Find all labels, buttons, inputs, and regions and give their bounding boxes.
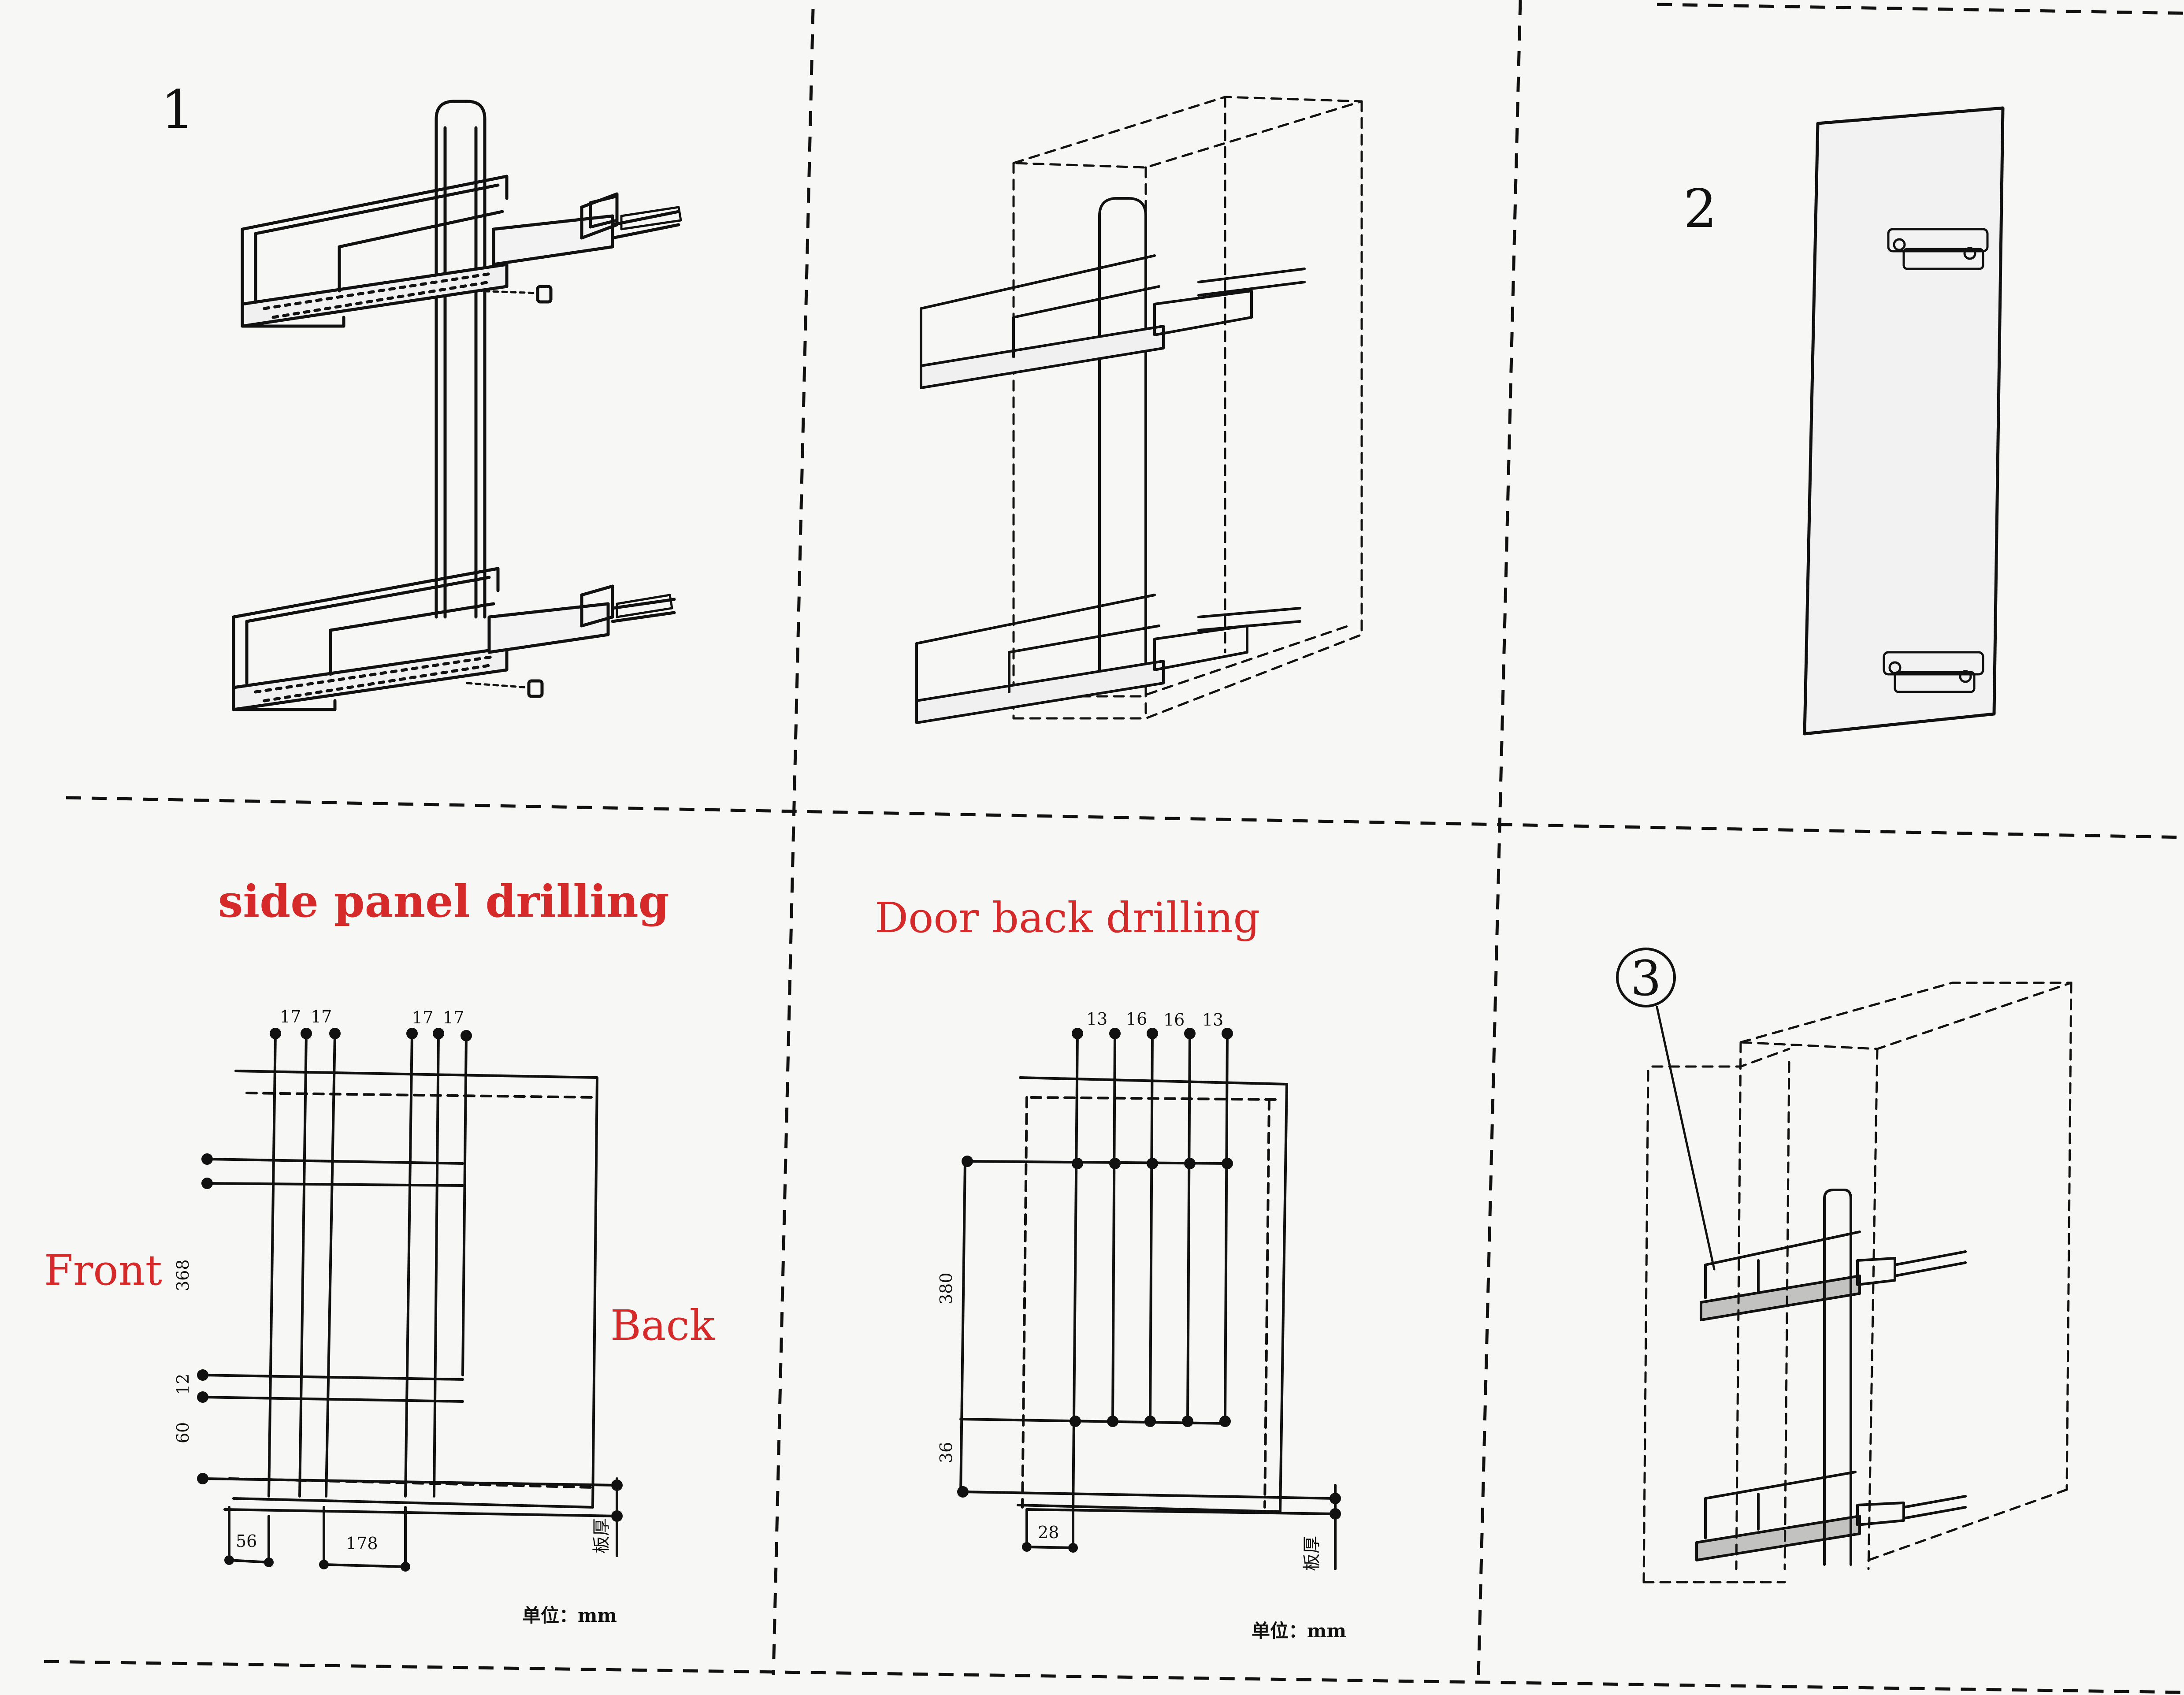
step-1-label: 1 — [161, 79, 194, 141]
door-left-dim-380: 380 — [936, 1272, 956, 1305]
side-top-dim-3: 17 — [412, 1008, 433, 1027]
door-bottom-dim-28: 28 — [1038, 1523, 1059, 1542]
side-left-dim-368: 368 — [173, 1259, 193, 1291]
cabinet-upper-basket — [920, 254, 1306, 389]
final-assembly — [1642, 981, 2073, 1583]
side-panel-drilling-heading: side panel drilling — [218, 875, 669, 927]
front-label: Front — [44, 1246, 162, 1295]
door-unit-label: 单位：mm — [1252, 1620, 1346, 1642]
door-thickness-label: 板厚 — [1302, 1536, 1322, 1571]
door-top-dim-1: 13 — [1086, 1009, 1107, 1029]
step-3-callout: 3 — [1616, 948, 1716, 1271]
door-upper-bracket — [1887, 228, 1989, 270]
side-left-dim-12: 12 — [173, 1374, 193, 1395]
side-top-dim-4: 17 — [443, 1008, 464, 1027]
side-panel-dim-labels: 17 17 17 17 368 12 60 56 178 板厚 单位：mm — [173, 1007, 617, 1626]
door-back-drawing — [959, 1032, 1337, 1570]
side-unit-label: 单位：mm — [522, 1605, 617, 1626]
cabinet-lower-basket — [915, 594, 1301, 724]
side-top-dim-2: 17 — [311, 1007, 332, 1026]
side-panel-drawing — [201, 1032, 618, 1570]
side-top-dim-1: 17 — [280, 1007, 301, 1026]
basket-in-cabinet — [915, 96, 1363, 724]
side-thickness-label: 板厚 — [591, 1518, 612, 1554]
basket-unit-exploded — [232, 100, 682, 711]
door-back-dots — [957, 1028, 1341, 1553]
back-label: Back — [610, 1301, 716, 1350]
assembly-lower-basket — [1695, 1471, 1967, 1561]
lower-basket — [232, 567, 676, 711]
side-bottom-dim-178: 178 — [346, 1534, 378, 1553]
door-top-dim-2: 16 — [1126, 1009, 1147, 1029]
door-back-drilling-heading: Door back drilling — [875, 894, 1260, 942]
door-top-dim-4: 13 — [1202, 1010, 1223, 1030]
door-lower-bracket — [1883, 651, 1984, 693]
assembly-upper-basket — [1700, 1230, 1967, 1321]
panel-dividers — [44, 0, 2184, 1694]
side-panel-dots — [197, 1028, 623, 1572]
door-back-dim-labels: 13 16 16 13 380 36 28 板厚 单位：mm — [936, 1009, 1346, 1642]
side-bottom-dim-56: 56 — [236, 1531, 257, 1551]
door-top-dim-3: 16 — [1163, 1010, 1185, 1030]
step-2-label: 2 — [1683, 178, 1717, 240]
upper-basket — [241, 175, 682, 328]
step-3-label: 3 — [1631, 950, 1661, 1007]
door-left-dim-36: 36 — [936, 1442, 956, 1463]
door-panel — [1803, 106, 2005, 736]
side-left-dim-60: 60 — [173, 1422, 193, 1443]
